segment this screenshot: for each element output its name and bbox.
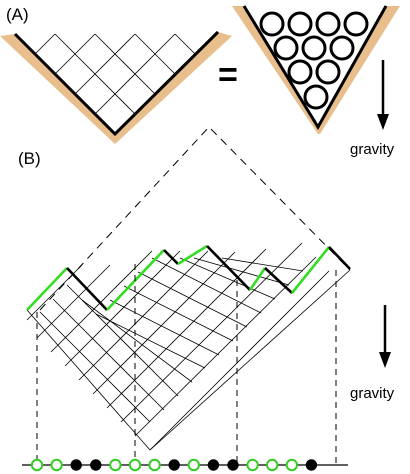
ball — [287, 11, 313, 37]
ball — [301, 35, 327, 61]
gravity-arrow-bottom — [379, 305, 391, 368]
b-grid — [26, 242, 351, 451]
empty-particle — [266, 458, 279, 472]
gravity-label-top: gravity — [350, 141, 395, 158]
wedge-grid — [0, 30, 232, 144]
dashed-triangle — [39, 126, 351, 311]
ball — [287, 59, 313, 85]
wedge-outline — [13, 30, 220, 137]
balls — [259, 11, 369, 110]
particle-row — [30, 458, 318, 472]
filled-particle — [305, 459, 318, 471]
empty-particle — [109, 458, 122, 472]
equals-sign: = — [218, 56, 238, 94]
filled-particle — [168, 459, 180, 471]
dashed-verticals — [36, 264, 337, 465]
panel-b-label: (B) — [18, 149, 41, 168]
wedge-grid-lines — [34, 33, 196, 115]
ball — [273, 35, 299, 61]
empty-particle — [246, 458, 259, 472]
ball — [315, 59, 341, 85]
ball — [329, 35, 355, 61]
gravity-arrow-top — [377, 60, 389, 130]
wedge-wall — [0, 32, 232, 144]
empty-particle — [285, 458, 298, 472]
ball — [303, 84, 329, 110]
filled-particle — [207, 459, 220, 471]
funnel-wall — [232, 6, 400, 134]
empty-particle — [187, 458, 201, 472]
panel-a-label: (A) — [6, 5, 29, 24]
empty-particle — [148, 458, 161, 472]
filled-particle — [90, 459, 102, 471]
funnel-outline — [242, 5, 388, 130]
filled-particle — [227, 459, 239, 471]
gravity-label-bottom: gravity — [350, 385, 395, 402]
funnel — [232, 5, 400, 134]
ball — [259, 11, 285, 37]
empty-particle — [128, 458, 142, 472]
empty-particle — [50, 458, 63, 472]
empty-particle — [30, 458, 44, 472]
ball — [315, 11, 341, 37]
profile-edges — [26, 244, 351, 311]
ball — [343, 11, 369, 37]
filled-particle — [70, 459, 82, 471]
